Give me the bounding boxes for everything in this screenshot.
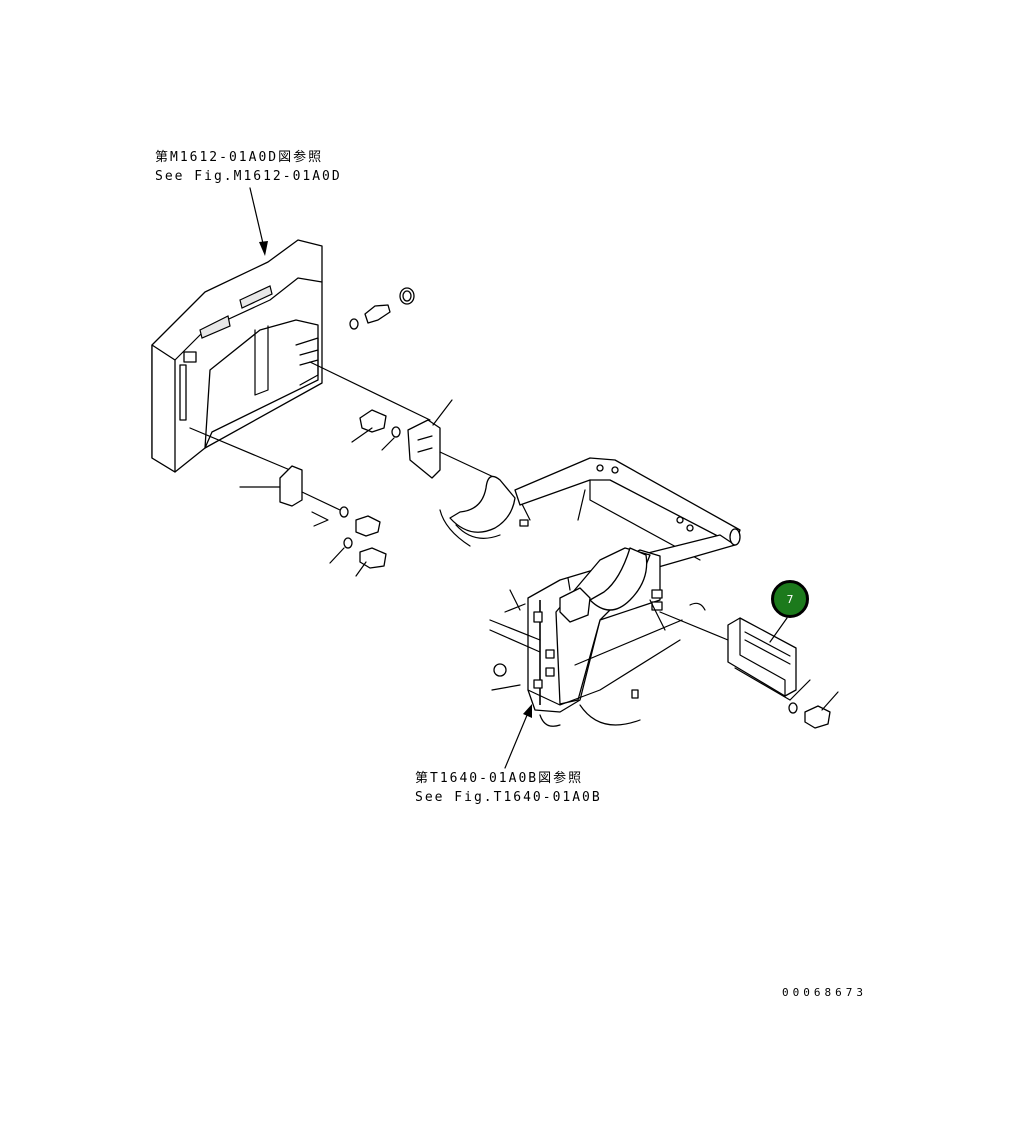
reference-arrow-top <box>249 187 268 256</box>
bracket-part-7 <box>727 617 839 729</box>
reference-bottom-jp: 第T1640-01A0B図参照 <box>415 771 584 786</box>
reference-top-en: See Fig.M1612-01A0D <box>155 169 342 184</box>
cover-panel <box>151 239 323 473</box>
part-callout-7[interactable]: 7 <box>771 580 809 618</box>
mount-bracket-lower <box>239 465 387 577</box>
chassis-frame <box>489 547 706 727</box>
mount-bracket-upper <box>351 399 501 481</box>
reference-top-jp: 第M1612-01A0D図参照 <box>155 150 324 165</box>
drawing-number: 00068673 <box>782 986 867 999</box>
upper-fasteners <box>349 287 415 330</box>
saddle-upper <box>439 475 531 547</box>
reference-label-bottom: 第T1640-01A0B図参照 See Fig.T1640-01A0B <box>415 769 602 807</box>
reference-label-top: 第M1612-01A0D図参照 See Fig.M1612-01A0D <box>155 148 342 186</box>
reference-bottom-en: See Fig.T1640-01A0B <box>415 790 602 805</box>
reference-arrow-bottom <box>504 704 532 769</box>
